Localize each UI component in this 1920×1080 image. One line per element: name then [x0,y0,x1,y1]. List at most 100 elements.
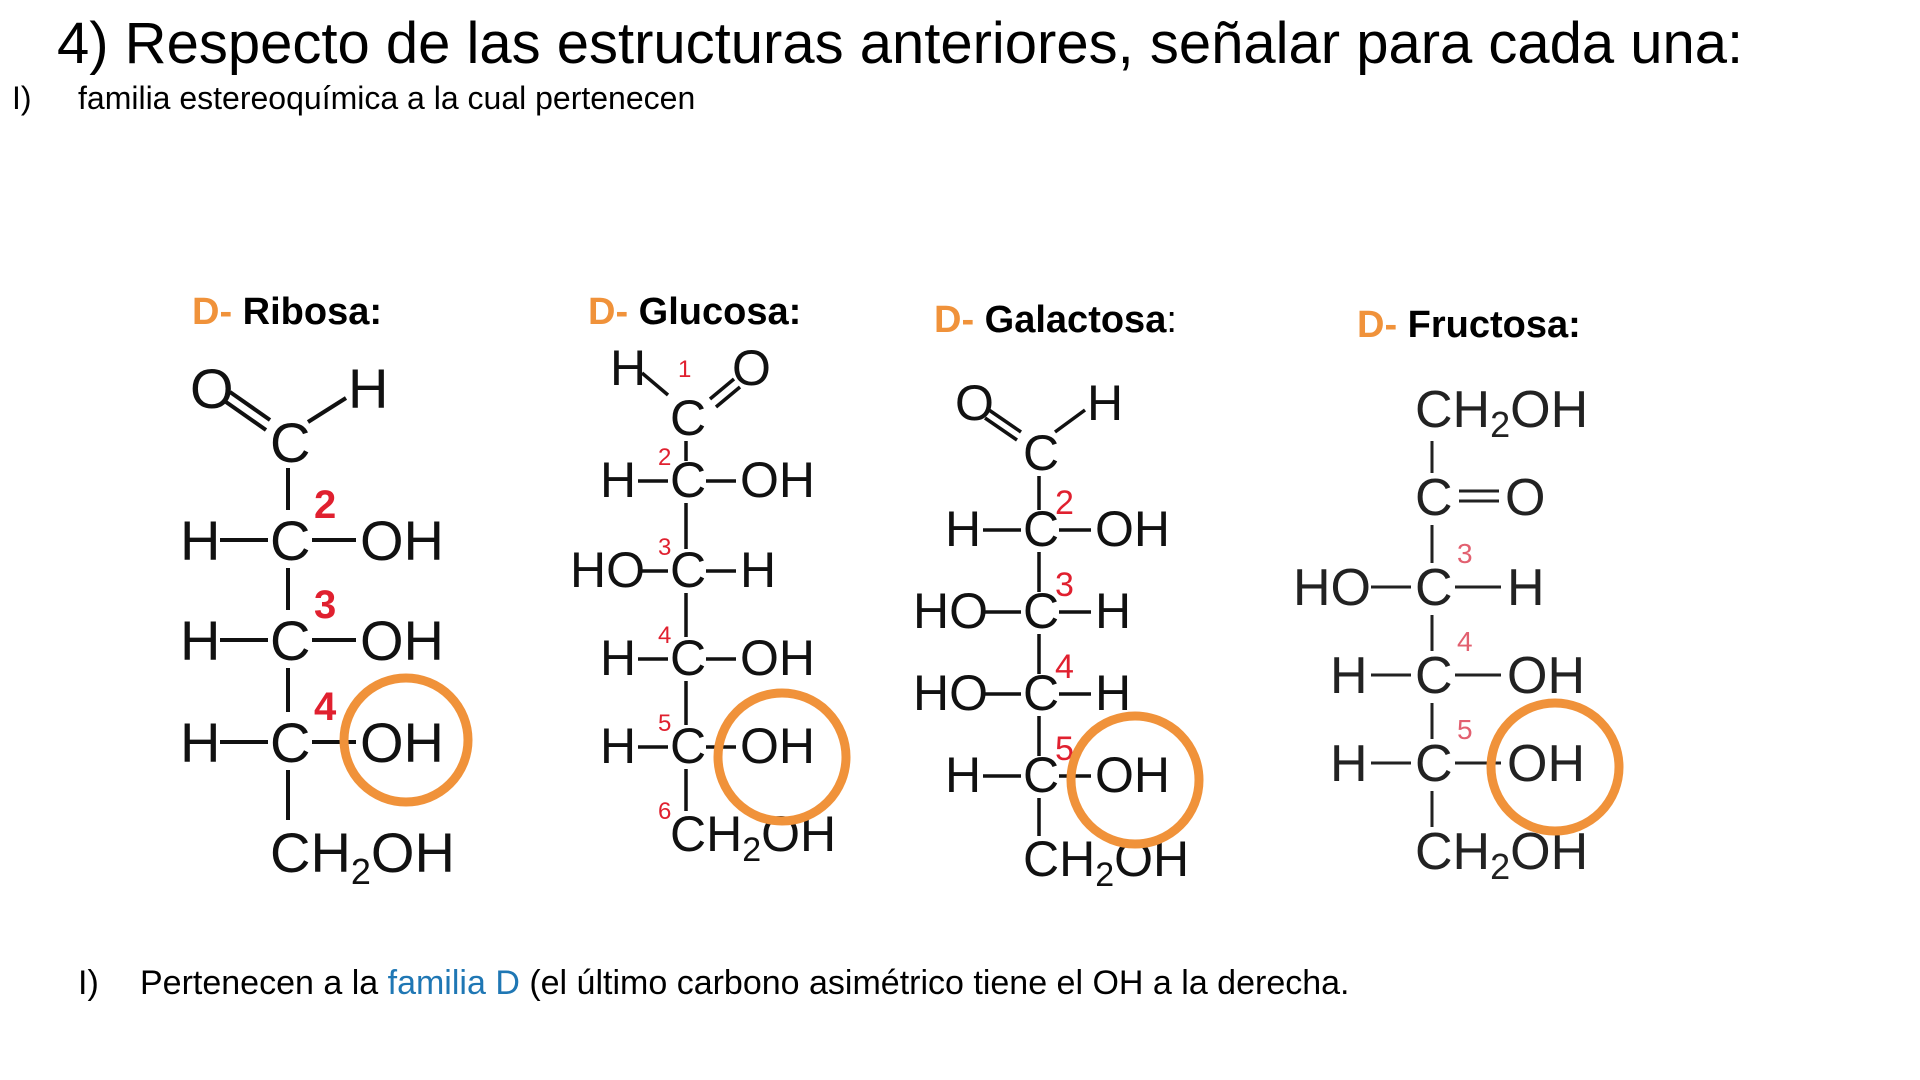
svg-text:5: 5 [1457,714,1473,745]
svg-text:O: O [955,375,994,431]
svg-text:HO: HO [913,665,988,721]
svg-text:C: C [270,711,310,774]
svg-text:3: 3 [1457,538,1473,569]
d-prefix: D- [1357,304,1398,346]
svg-text:H: H [600,452,636,508]
answer-text-before: Pertenecen a la [140,964,388,1002]
svg-text:C: C [1023,747,1059,803]
svg-text:H: H [1330,647,1368,705]
molecule-title-ribosa: D- Ribosa: [192,291,383,333]
svg-text:3: 3 [658,534,671,561]
svg-text:2: 2 [314,483,336,527]
svg-text:C: C [1415,469,1453,527]
svg-text:OH: OH [740,718,815,774]
svg-text:5: 5 [658,710,671,737]
molecule-name: Glucosa [638,291,789,333]
question-title: 4) Respecto de las estructuras anteriore… [57,11,1744,76]
answer-text-after: (el último carbono asimétrico tiene el O… [519,964,1350,1002]
svg-text:H: H [600,630,636,686]
svg-text:C: C [270,609,310,672]
svg-text:H: H [1087,375,1123,431]
answer-line: I) Pertenecen a la familia D (el último c… [78,962,1350,1004]
svg-text:C: C [1023,583,1059,639]
molecule-title-glucosa: D- Glucosa: [588,291,802,333]
answer-highlight: familia D [387,964,520,1002]
svg-text:H: H [600,718,636,774]
svg-text:1: 1 [678,356,691,383]
svg-text:4: 4 [314,685,337,729]
svg-text:C: C [670,542,706,598]
molecule-title-galactosa: D- Galactosa: [934,299,1177,341]
svg-text:H: H [610,340,646,396]
molecule-name: Fructosa [1407,304,1569,346]
svg-text:C: C [1415,735,1453,793]
svg-text:4: 4 [658,622,671,649]
svg-text:CH2OH: CH2OH [1415,823,1588,887]
molecule-name: Galactosa [984,299,1167,341]
svg-text:C: C [670,630,706,686]
highlight-circle [713,688,851,826]
svg-text:OH: OH [1095,747,1170,803]
svg-text:OH: OH [360,509,444,572]
svg-text:HO: HO [570,542,645,598]
svg-text:C: C [270,411,310,474]
svg-text:O: O [1505,469,1545,527]
svg-text:C: C [270,509,310,572]
svg-text:OH: OH [1507,735,1585,793]
svg-text:C: C [670,718,706,774]
highlight-circle [1486,698,1624,836]
svg-text:C: C [1023,665,1059,721]
svg-text:2: 2 [658,444,671,471]
svg-text:OH: OH [1507,647,1585,705]
galactosa-structure: O H C H C OH HO C H HO C H H C OH CH2OH [905,370,1225,905]
svg-text:H: H [348,357,388,420]
svg-text:C: C [1415,559,1453,617]
svg-text:H: H [1095,665,1131,721]
d-prefix: D- [588,291,629,333]
svg-text:C: C [1023,501,1059,557]
glucosa-structure: H O C H C OH HO C H H C OH H C OH CH2OH [560,335,870,880]
svg-text:H: H [945,501,981,557]
svg-text:H: H [1507,559,1545,617]
svg-text:CH2OH: CH2OH [1415,381,1588,445]
d-prefix: D- [192,291,233,333]
svg-text:OH: OH [740,630,815,686]
svg-text:H: H [945,747,981,803]
molecule-name: Ribosa [242,291,370,333]
d-prefix: D- [934,299,975,341]
svg-text:3: 3 [314,583,336,627]
svg-text:C: C [670,390,706,446]
fructosa-structure: CH2OH C O HO C H H C OH H C OH CH2OH 3 [1275,365,1635,900]
svg-text:OH: OH [360,711,444,774]
svg-text:O: O [190,357,234,420]
svg-text:OH: OH [1095,501,1170,557]
svg-text:3: 3 [1055,566,1074,604]
svg-text:5: 5 [1055,730,1074,768]
sub-question-number: I) [12,80,32,116]
highlight-circle [339,673,473,807]
answer-number: I) [78,964,99,1002]
sub-question-text: familia estereoquímica a la cual pertene… [78,80,696,116]
sub-question: I) familia estereoquímica a la cual perte… [12,78,695,118]
svg-text:6: 6 [658,798,671,825]
molecule-title-fructosa: D- Fructosa: [1357,304,1581,346]
svg-text:4: 4 [1055,648,1074,686]
svg-text:2: 2 [1055,484,1074,522]
svg-text:CH2OH: CH2OH [270,821,455,890]
svg-text:HO: HO [913,583,988,639]
svg-text:H: H [180,509,220,572]
svg-text:HO: HO [1293,559,1371,617]
svg-text:H: H [180,609,220,672]
svg-text:H: H [740,542,776,598]
svg-text:4: 4 [1457,626,1473,657]
svg-text:H: H [1095,583,1131,639]
ribosa-structure: O H C H C OH H C OH H C OH CH2OH 2 [170,350,500,895]
svg-text:C: C [1023,425,1059,481]
svg-text:OH: OH [740,452,815,508]
svg-text:C: C [670,452,706,508]
svg-text:OH: OH [360,609,444,672]
svg-text:H: H [1330,735,1368,793]
highlight-circle [1066,711,1204,849]
svg-text:H: H [180,711,220,774]
svg-text:C: C [1415,647,1453,705]
